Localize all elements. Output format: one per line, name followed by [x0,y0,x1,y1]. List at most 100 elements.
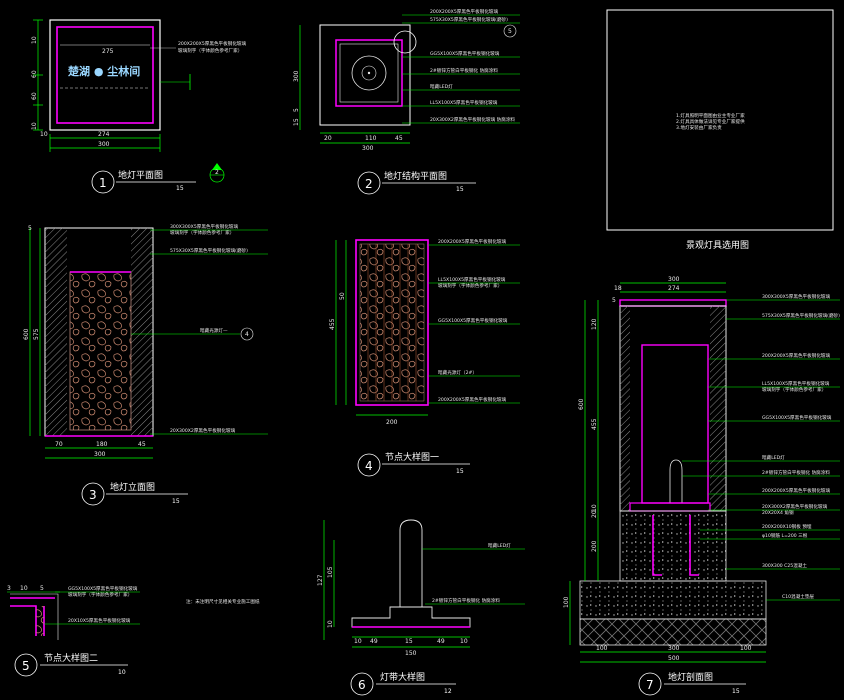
dim-left-a: 5 [293,108,300,112]
dim-b5: 10 [460,638,468,645]
note-5: 暗藏光源灯（2#） [438,369,477,376]
drawing-5-notes: GG5X100X5厚黑色平板钢化玻璃 玻璃刻字（字体颜色参考厂家） 20X10X… [44,585,140,625]
drawing-number: 7 [646,678,654,692]
dim-b4: 49 [437,638,445,645]
note-1: 300X300X5厚黑色平板钢化玻璃 [170,223,239,230]
note-11: 20X20X4 角钢 [762,509,794,516]
note-5: 暗藏LED灯 [430,83,453,90]
note-2: 575X30X5厚黑色平板钢化玻璃(磨砂) [762,312,840,319]
concrete-base [619,510,727,582]
note-4: GG5X100X5厚黑色平板钢化玻璃 [438,317,508,324]
drawing-scale: 15 [176,185,184,192]
note-4: 2#镀锌方管白平板钢化 防腐涂料 [430,67,498,74]
drawing-4-notes: 200X200X5厚黑色平板钢化玻璃 LL5X100X5厚黑色平板钢化玻璃 玻璃… [428,238,520,404]
note-engraving: 玻璃刻字（字体颜色参考厂家） [178,47,242,54]
note-5: 玻璃刻字（字体颜色参考厂家） [762,386,826,393]
dim-h-inner: 455 [591,418,598,430]
drawing-scale: 10 [118,669,126,676]
note-glass: 200X200X5厚黑色平板钢化玻璃 [178,40,247,47]
dim-top-inner: 274 [668,285,680,292]
drawing-2-notes: 200X200X5厚黑色平板钢化玻璃 575X30X5厚黑色平板钢化玻璃(磨砂)… [402,8,520,124]
note-6: GG5X100X5厚黑色平板钢化玻璃 [762,414,832,421]
dim-height: 600 [23,328,30,340]
note-6: 200X200X5厚黑色平板钢化玻璃 [438,396,507,403]
dim-h1: 127 [317,574,324,586]
dim-b: 10 [20,585,28,592]
lamp-glass-panel [56,26,154,124]
drawing-number: 3 [89,488,97,502]
dim-b1: 70 [55,441,63,448]
drawing-3-elevation: 600 575 5 70 180 45 300 300X300X5厚黑色平板钢化… [23,223,268,506]
dim-height: 455 [329,318,336,330]
detail-callout: 5 [508,28,512,35]
dim-b2: 49 [370,638,378,645]
dim-h-d: 5 [612,297,616,304]
dim-b3: 45 [138,441,146,448]
dim-left: 300 [293,70,300,82]
dim-inner: 575 [33,328,40,340]
dim-h2: 105 [327,566,334,578]
dim-b2: 180 [96,441,108,448]
dim-top: 300 [668,276,680,283]
drawing-number: 6 [358,678,366,692]
dim-left-b: 60 [31,70,38,78]
drawing-2-structure-plan: 5 300 5 15 20 110 45 300 200X200X5厚黑色平板钢… [293,8,520,195]
gravel-layer [579,580,767,620]
note-2: 玻璃刻字（字体颜色参考厂家） [170,229,234,236]
note-3: 575X30X5厚黑色平板钢化玻璃(磨砂) [170,247,248,254]
note-3: 20X10X5厚黑色平板钢化玻璃 [68,617,131,624]
note-15: C10混凝土垫层 [782,593,814,600]
note-1: GG5X100X5厚黑色平板钢化玻璃 [68,585,138,592]
note-1: 200X200X5厚黑色平板钢化玻璃 [438,238,507,245]
dim-b3: 15 [405,638,413,645]
dim-h-total: 600 [578,398,585,410]
legend-title: 景观灯具选用图 [686,239,749,251]
dim-bot-r: 100 [740,645,752,652]
top-glass-cap [619,299,727,307]
dim-bottom-inner: 274 [98,131,110,138]
note-13: φ10钢筋 L=200 三根 [762,532,808,539]
drawing-title: 地灯结构平面图 [384,170,447,182]
note-2: LL5X100X5厚黑色平板钢化玻璃 [438,276,506,283]
note-2: 2#镀锌方管白平板钢化 防腐涂料 [432,597,500,604]
detail-marker: 4 [245,331,249,338]
side-note: 注：未注明尺寸见相关专业施工图纸 [186,598,260,605]
legend-note-2: 2.灯具具体做法详见专业厂家提供 [676,118,745,125]
dim-bot-mid: 300 [668,645,680,652]
drawing-title: 地灯立面图 [110,481,155,493]
drawing-5-node-detail-2: 3 10 5 GG5X100X5厚黑色平板钢化玻璃 玻璃刻字（字体颜色参考厂家）… [7,585,260,677]
drawing-scale: 15 [172,498,180,505]
note-7: 暗藏LED灯 [762,454,785,461]
drawing-title: 节点大样图一 [385,451,439,463]
note-4: 暗藏光源灯— [200,327,228,334]
dim-total: 150 [405,650,417,657]
light-post-outline [399,519,423,608]
dim-left-a: 10 [31,36,38,44]
dim-right-b: 10 [40,131,48,138]
legend-frame [606,9,834,231]
dim-width: 200 [386,419,398,426]
stone-panel [69,271,132,431]
note-3: GG5X100X5厚黑色平板钢化玻璃 [430,50,500,57]
note-7: 20X300X2厚黑色平板钢化玻璃 防腐涂料 [430,116,515,123]
dim-left-d: 60 [31,92,38,100]
soil-layer [579,618,767,646]
drawing-scale: 15 [732,688,740,695]
dim-bot-total: 500 [668,655,680,662]
note-8: 2#镀锌方管白平板钢化 防腐涂料 [762,469,830,476]
note-12: 200X200X10钢板 预埋 [762,523,812,530]
lamp-circle [351,55,387,91]
detail-callout-circle [393,30,417,54]
drawing-number: 1 [99,176,107,190]
dim-h-top: 120 [591,318,598,330]
note-3: 玻璃刻字（字体颜色参考厂家） [438,282,502,289]
hatched-post-right [710,306,726,511]
dim-h-base: 200 [591,540,598,552]
dim-bot-l: 100 [596,645,608,652]
dim-top: 5 [28,225,32,232]
drawing-title: 节点大样图二 [44,652,98,664]
legend-box: 1.灯具照明平面图由业主专业厂家 2.灯具具体做法详见专业厂家提供 3.地灯安装… [606,9,834,251]
dim-b1: 10 [354,638,362,645]
drawing-6-light-strip-detail: 127 105 10 10 49 15 49 10 150 暗藏LED灯 2#镀… [317,519,525,696]
note-2: 玻璃刻字（字体颜色参考厂家） [68,591,132,598]
